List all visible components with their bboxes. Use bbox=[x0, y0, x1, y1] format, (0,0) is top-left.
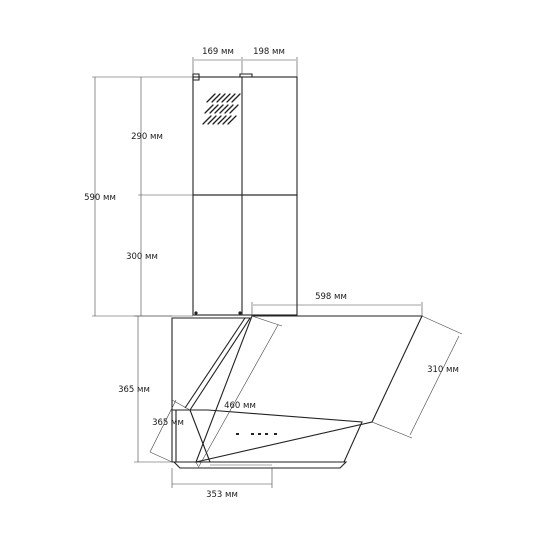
chimney bbox=[192, 73, 298, 316]
screw-dot-right bbox=[238, 311, 242, 315]
label-base-depth: 353 мм bbox=[206, 490, 238, 500]
vent-slots bbox=[202, 93, 241, 125]
wall-bracket bbox=[192, 73, 253, 81]
label-lower-chimney-height: 300 мм bbox=[126, 252, 158, 262]
dimension-labels: 169 мм 198 мм 290 мм 590 мм 300 мм 598 м… bbox=[84, 47, 459, 500]
control-button-4 bbox=[265, 433, 268, 435]
control-button-2 bbox=[251, 433, 254, 435]
label-chimney-depth: 169 мм bbox=[202, 47, 234, 57]
dimension-lines bbox=[92, 57, 463, 488]
label-upper-chimney-height: 290 мм bbox=[131, 132, 163, 142]
label-chimney-width: 198 мм bbox=[253, 47, 285, 57]
panel-inner-edge bbox=[184, 317, 246, 409]
control-button-5 bbox=[274, 433, 277, 435]
lower-chimney bbox=[192, 194, 298, 316]
label-total-chimney-height: 590 мм bbox=[84, 193, 116, 203]
dim-line-310 bbox=[409, 335, 460, 436]
label-hood-width: 598 мм bbox=[315, 292, 347, 302]
screw-dot-left bbox=[194, 311, 198, 315]
label-front-panel-height: 365 мм bbox=[152, 418, 184, 428]
slanted-glass-panel bbox=[195, 315, 423, 463]
dim-line-460 bbox=[197, 324, 279, 469]
control-button-3 bbox=[258, 433, 261, 435]
upper-chimney bbox=[192, 76, 298, 196]
dim-line-365-front bbox=[149, 399, 177, 453]
label-panel-depth: 310 мм bbox=[427, 365, 459, 375]
bottom-plate bbox=[175, 409, 363, 463]
bottom-skirt bbox=[172, 461, 348, 469]
label-panel-length: 460 мм bbox=[224, 401, 256, 411]
hood-body bbox=[171, 315, 423, 469]
label-body-height: 365 мм bbox=[118, 385, 150, 395]
control-button-1 bbox=[236, 433, 239, 435]
control-buttons bbox=[236, 433, 277, 435]
